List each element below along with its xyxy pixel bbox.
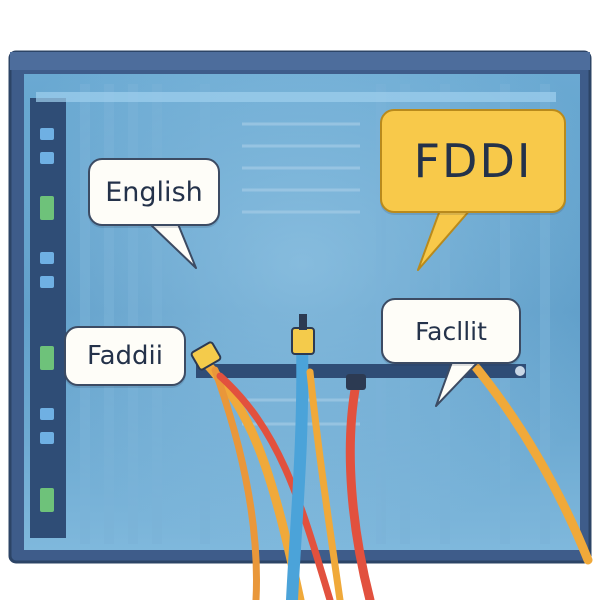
- connector-center-tip: [299, 314, 307, 330]
- rail-screw: [515, 366, 525, 376]
- connector-red: [346, 374, 366, 390]
- port-led: [40, 252, 54, 264]
- port-led: [40, 346, 54, 370]
- port-led: [40, 128, 54, 140]
- port-led: [40, 488, 54, 512]
- cable-orange-left-2: [211, 366, 260, 600]
- port-column: [30, 98, 66, 538]
- port-led: [40, 196, 54, 220]
- label-facllit: Facllit: [415, 316, 487, 346]
- speech-bubble-english: English: [88, 158, 220, 226]
- speech-bubble-fddi: FDDI: [380, 109, 566, 213]
- cable-red-left: [216, 372, 334, 600]
- top-light-bar: [36, 92, 556, 102]
- port-led: [40, 152, 54, 164]
- connector-left: [190, 341, 222, 371]
- cable-rail: [196, 364, 526, 378]
- port-led: [40, 408, 54, 420]
- cable-blue: [286, 334, 309, 600]
- speech-bubble-faddii: Faddii: [64, 326, 186, 386]
- cable-red-center: [345, 379, 375, 600]
- port-led: [40, 276, 54, 288]
- cable-connectors: [190, 314, 366, 390]
- label-english: English: [105, 176, 203, 208]
- cable-orange-center: [306, 368, 344, 600]
- connector-center: [291, 327, 315, 355]
- cable-orange-right: [465, 355, 593, 565]
- port-led: [40, 432, 54, 444]
- label-fddi: FDDI: [413, 134, 533, 188]
- port-leds: [40, 128, 54, 512]
- speech-bubble-facllit: Facllit: [381, 298, 521, 364]
- rack-top-bar: [10, 52, 590, 70]
- fiber-cables: [200, 334, 593, 600]
- label-faddii: Faddii: [87, 341, 163, 371]
